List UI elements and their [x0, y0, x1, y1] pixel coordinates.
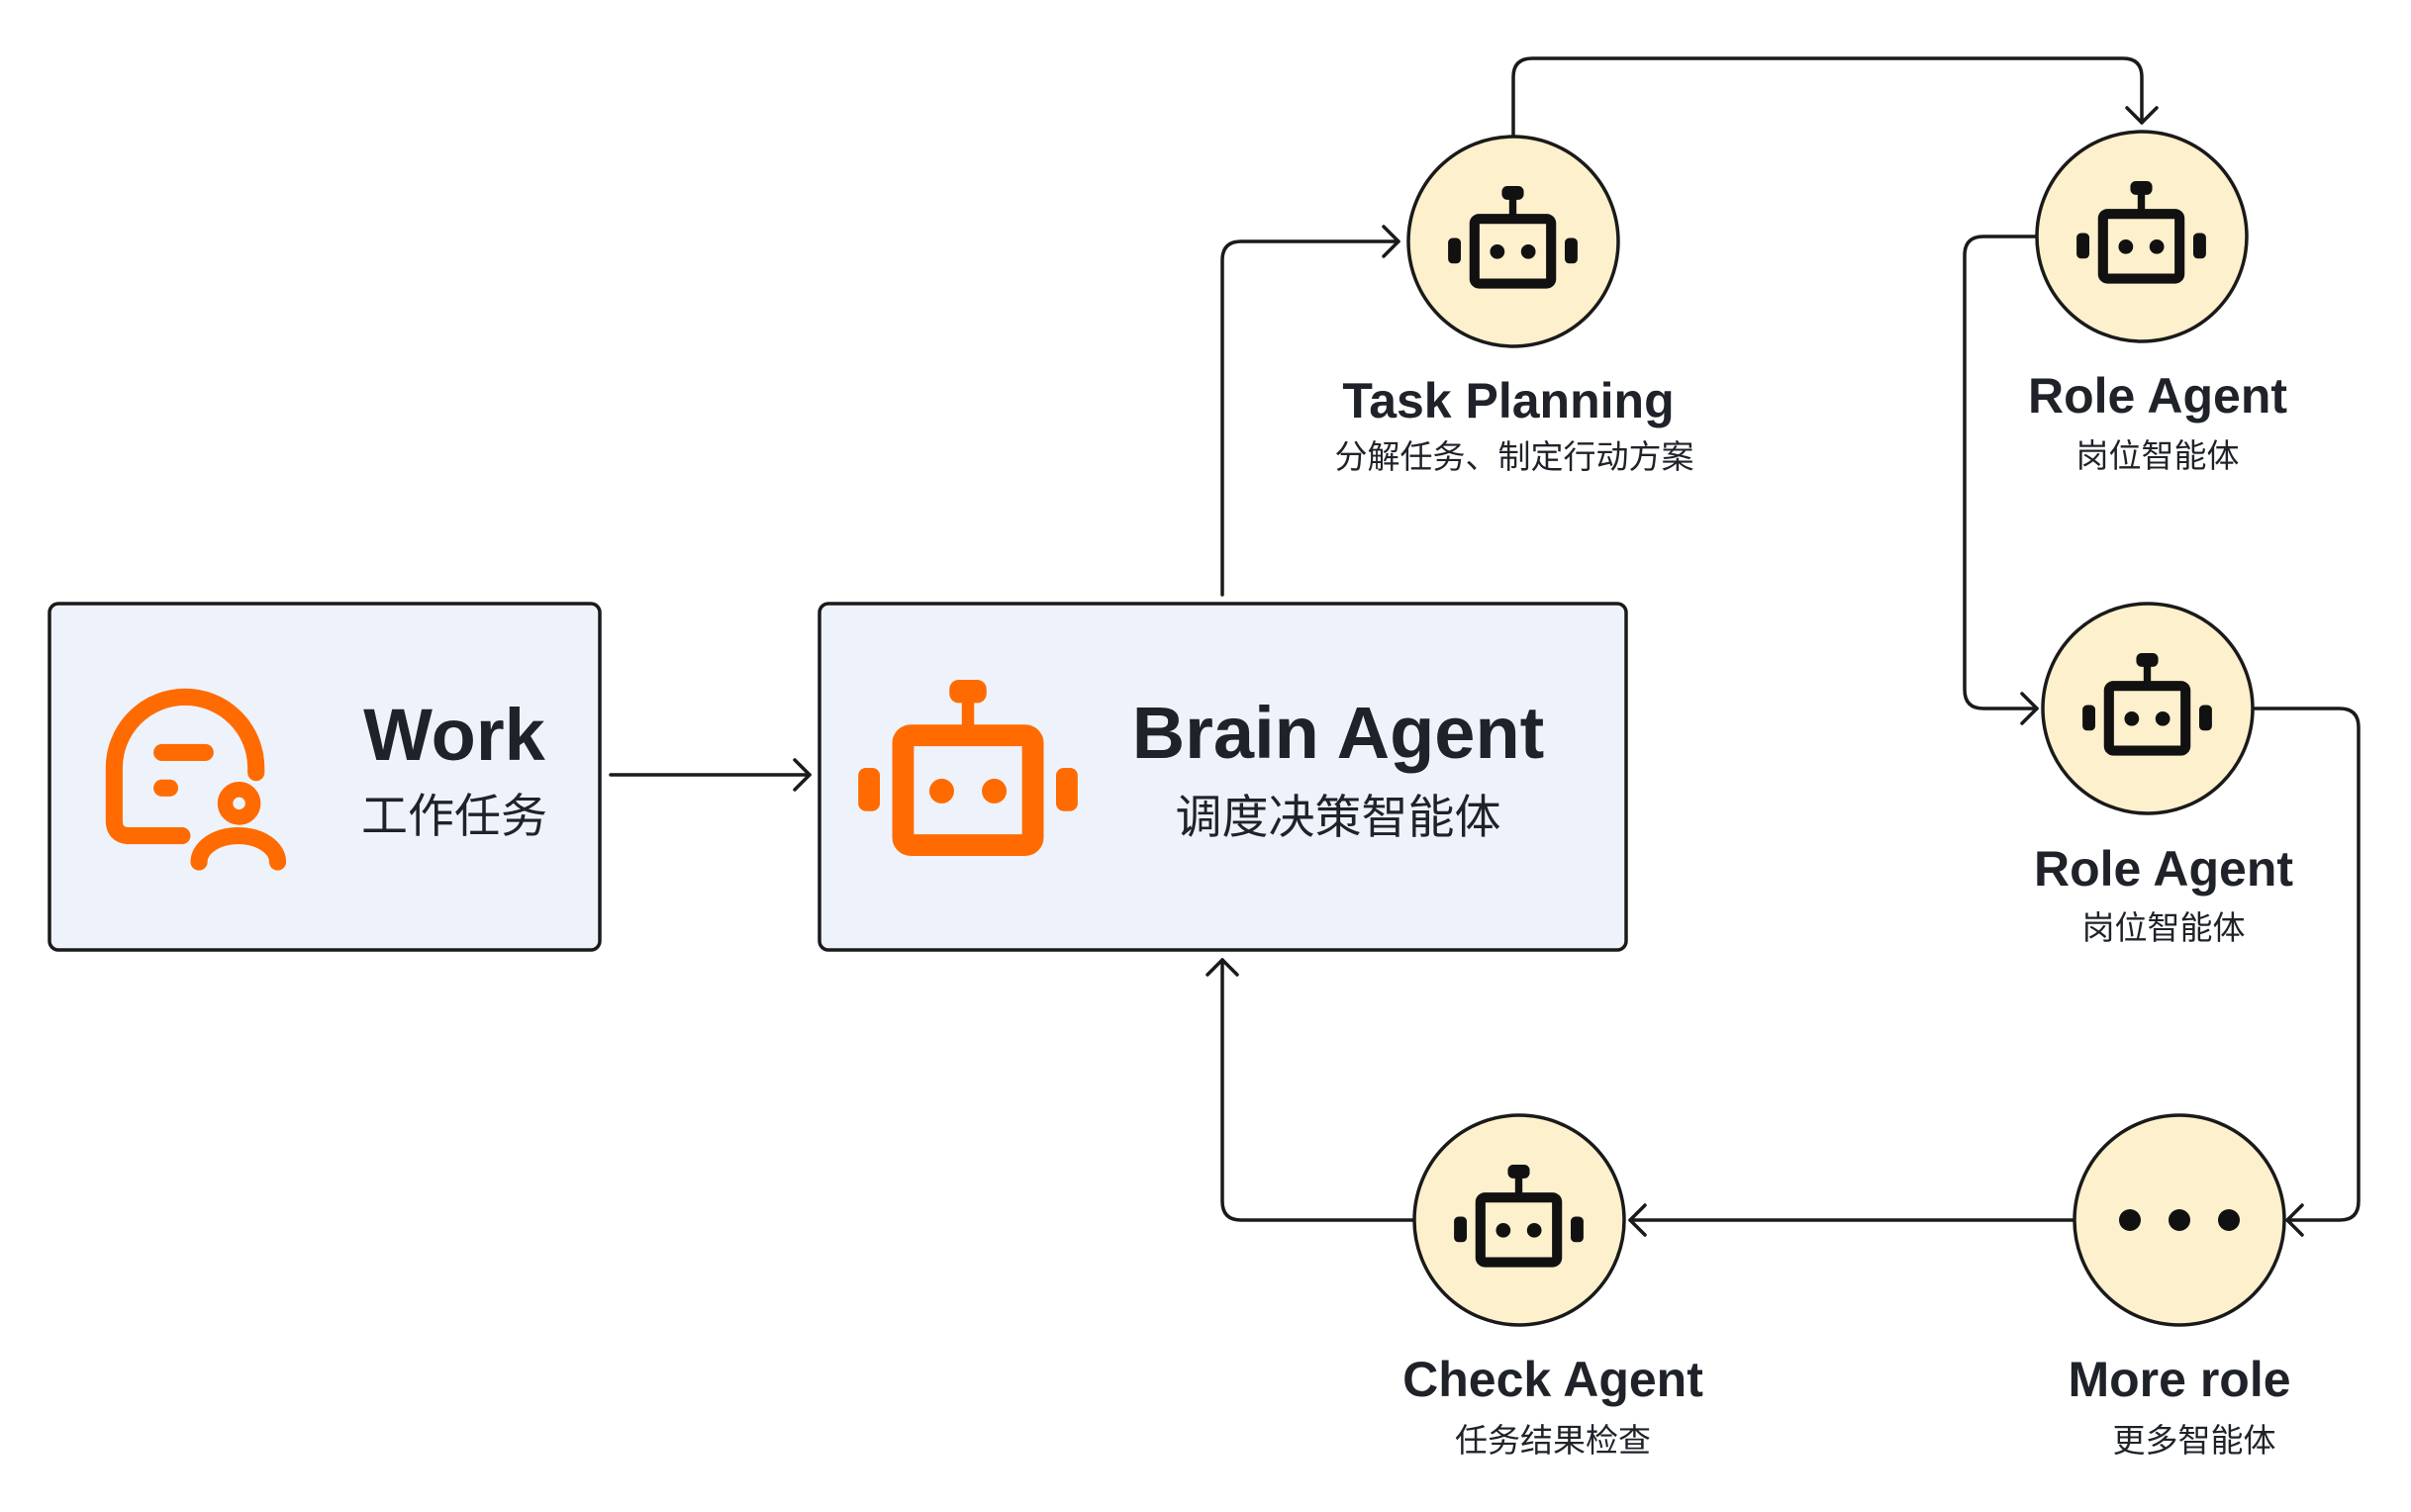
node-role-agent-2: Role Agent 岗位智能体	[2034, 602, 2293, 946]
arrow-head-icon	[793, 758, 812, 792]
connector-brain-to-task-planning	[1220, 225, 1400, 597]
role-agent-2-subtitle: 岗位智能体	[2082, 909, 2246, 946]
work-task-icon	[105, 688, 287, 871]
task-planning-subtitle: 分解任务、制定行动方案	[1335, 438, 1694, 475]
work-box: Work 工作任务	[48, 602, 602, 952]
arrow-head-icon	[1206, 958, 1239, 977]
connector-work-to-brain	[609, 758, 812, 792]
brain-agent-title: Brain Agent	[1132, 692, 1545, 774]
arrow-head-icon	[1628, 1203, 1647, 1237]
work-title: Work	[363, 694, 546, 776]
connector-more-role-to-check-agent	[1628, 1203, 2076, 1237]
brain-agent-box: Brain Agent 调度决策智能体	[818, 602, 1628, 952]
arrow-head-icon	[1382, 225, 1400, 258]
role-agent-2-circle	[2041, 602, 2255, 815]
more-role-subtitle: 更多智能体	[2113, 1422, 2276, 1459]
connector-line	[2251, 707, 2361, 1222]
role-agent-1-subtitle: 岗位智能体	[2076, 437, 2240, 474]
arrow-head-icon	[2125, 106, 2159, 125]
check-agent-title: Check Agent	[1402, 1352, 1703, 1407]
ellipsis-icon	[2119, 1209, 2240, 1231]
connector-line	[1220, 239, 1400, 597]
node-role-agent-1: Role Agent 岗位智能体	[2028, 130, 2287, 474]
arrow-head-icon	[2020, 692, 2039, 725]
brain-agent-subtitle: 调度决策智能体	[1176, 791, 1501, 843]
role-agent-2-title: Role Agent	[2034, 841, 2293, 897]
role-agent-1-title: Role Agent	[2028, 368, 2287, 424]
brain-agent-box-frame	[818, 602, 1628, 952]
connector-line	[1511, 56, 2144, 138]
connector-line	[1963, 235, 2039, 710]
task-planning-title: Task Planning	[1342, 373, 1674, 428]
more-role-title: More role	[2068, 1352, 2290, 1407]
work-subtitle: 工作任务	[361, 790, 547, 842]
connector-task-planning-to-role-agent-1	[1511, 56, 2159, 138]
task-planning-circle	[1406, 135, 1620, 348]
node-task-planning: Task Planning 分解任务、制定行动方案	[1335, 135, 1694, 475]
connector-role-agent-2-to-more-role	[2251, 707, 2361, 1237]
node-more-role: More role 更多智能体	[2068, 1113, 2291, 1459]
check-agent-subtitle: 任务结果检查	[1455, 1422, 1651, 1459]
connector-line	[1220, 958, 1416, 1222]
role-agent-1-circle	[2035, 130, 2249, 343]
arrow-head-icon	[2285, 1203, 2304, 1237]
check-agent-circle	[1412, 1113, 1626, 1327]
connector-check-agent-to-brain	[1206, 958, 1416, 1222]
node-check-agent: Check Agent 任务结果检查	[1402, 1113, 1703, 1459]
connector-role-agent-1-to-role-agent-2	[1963, 235, 2039, 725]
work-box-frame	[48, 602, 602, 952]
